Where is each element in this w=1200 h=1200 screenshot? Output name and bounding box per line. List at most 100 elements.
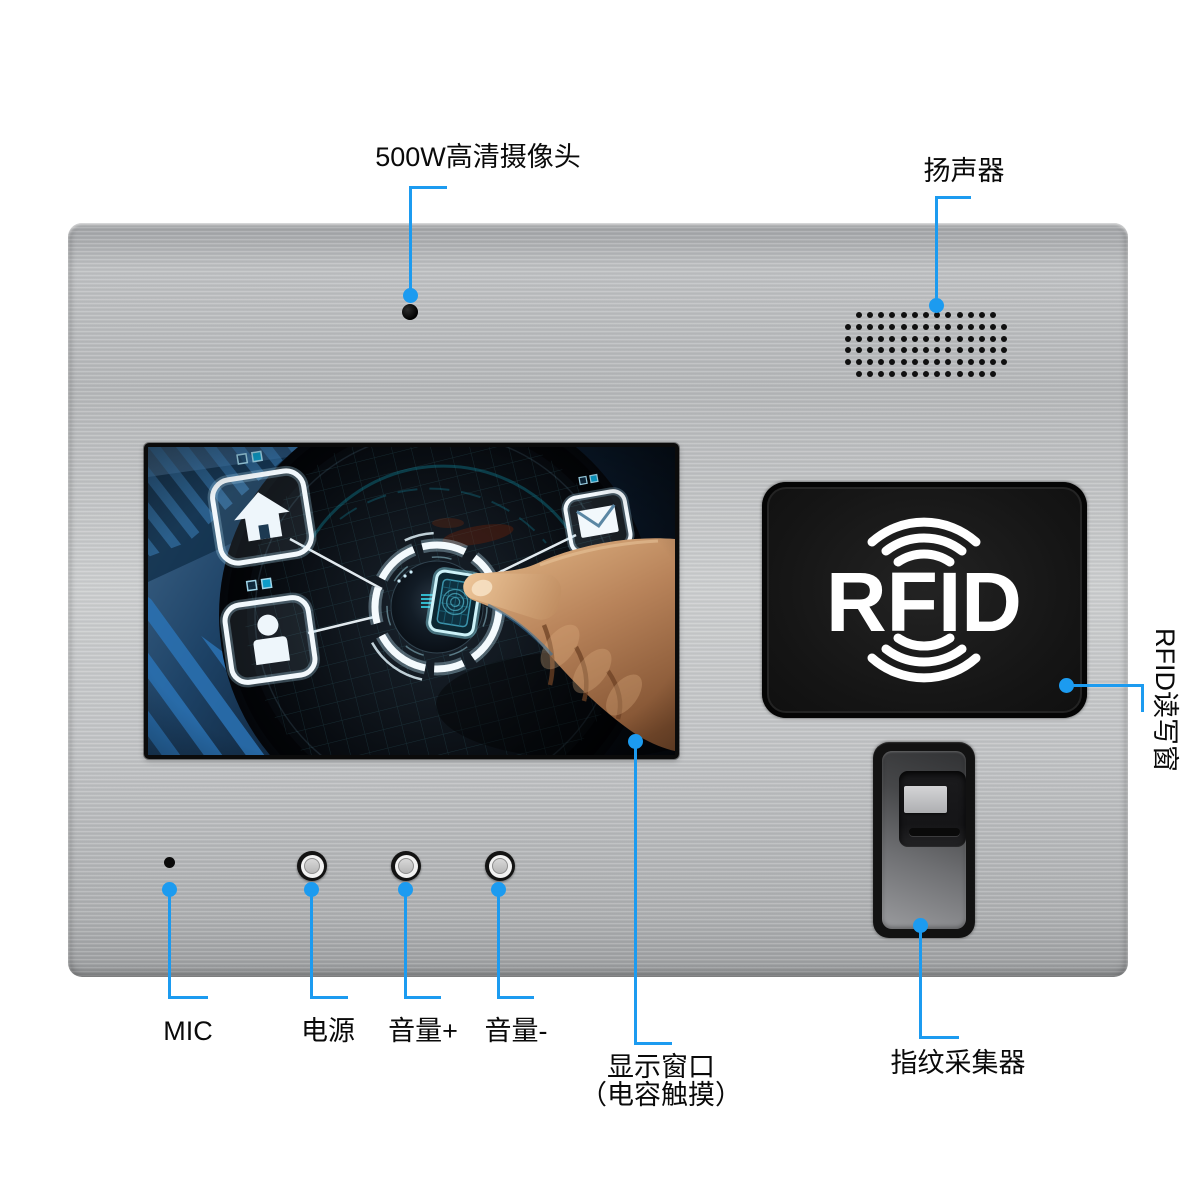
volume-down-ring (488, 854, 512, 878)
grille-dot (911, 347, 918, 354)
grille-dot (878, 371, 885, 377)
grille-dot (923, 312, 929, 318)
grille-dot (967, 335, 974, 342)
volume-down-callout-line (497, 889, 500, 999)
grille-dot (923, 323, 929, 330)
grille-dot (945, 347, 952, 354)
grille-dot (867, 347, 873, 354)
power-callout-line (310, 996, 348, 999)
display-screen (144, 443, 679, 759)
volume-down-button (485, 851, 515, 881)
grille-dot (911, 335, 918, 342)
speaker-callout-line (935, 196, 971, 199)
display-label-line2: （电容触摸） (580, 1080, 742, 1110)
grille-dot (945, 359, 952, 366)
grille-dot (900, 335, 907, 342)
grille-dot (867, 323, 873, 330)
screen-image (148, 447, 675, 755)
camera-callout-line (409, 186, 412, 297)
grille-dot (889, 371, 896, 377)
rfid-window: RFID (762, 482, 1087, 718)
grille-dot (855, 312, 862, 318)
speaker-grille (843, 310, 1009, 382)
mic-label: MIC (163, 1016, 213, 1046)
grille-dot (911, 323, 918, 330)
mic-callout-line (168, 996, 208, 999)
grille-dot (889, 312, 896, 318)
rfid-logo: RFID (826, 517, 1022, 683)
speaker-label: 扬声器 (923, 156, 1005, 186)
display-callout-line (634, 742, 637, 1045)
camera-label: 500W高清摄像头 (375, 142, 581, 172)
fingerprint-callout-dot (913, 918, 928, 933)
grille-dot (967, 323, 974, 330)
grille-dot (990, 359, 997, 366)
grille-dot (979, 371, 985, 377)
grille-dot (855, 371, 862, 377)
grille-dot (923, 347, 929, 354)
grille-dot (855, 347, 862, 354)
grille-dot (867, 335, 873, 342)
grille-dot (956, 335, 963, 342)
mic-callout-dot (162, 882, 177, 897)
fingerprint-sensor-recess (899, 771, 966, 847)
display-label-line1: 显示窗口 (607, 1052, 715, 1082)
grille-dot (979, 312, 985, 318)
volume-up-callout-dot (398, 882, 413, 897)
rfid-label: RFID读写窗 (1150, 628, 1180, 772)
grille-dot (878, 312, 885, 318)
grille-dot (1001, 335, 1008, 342)
grille-dot (900, 323, 907, 330)
volume-up-core (398, 858, 414, 874)
fingerprint-module-body (882, 751, 966, 929)
volume-down-label: 音量- (484, 1016, 548, 1046)
grille-dot (967, 312, 974, 318)
power-callout-dot (304, 882, 319, 897)
grille-dot (945, 335, 952, 342)
grille-dot (967, 371, 974, 377)
volume-up-callout-line (404, 996, 441, 999)
grille-dot (878, 347, 885, 354)
speaker-callout-dot (929, 298, 944, 313)
grille-dot (979, 335, 985, 342)
grille-dot (844, 359, 851, 366)
grille-dot (900, 359, 907, 366)
fingerprint-slot (909, 828, 960, 836)
grille-dot (911, 312, 918, 318)
grille-dot (990, 335, 997, 342)
grille-dot (979, 347, 985, 354)
fingerprint-label: 指纹采集器 (890, 1048, 1026, 1078)
grille-dot (844, 323, 851, 330)
volume-down-callout-dot (491, 882, 506, 897)
grille-dot (900, 347, 907, 354)
mic-hole (164, 857, 175, 868)
grille-dot (979, 323, 985, 330)
grille-dot (923, 371, 929, 377)
grille-dot (990, 347, 997, 354)
display-callout-line (634, 1042, 672, 1045)
volume-up-callout-line (404, 889, 407, 999)
grille-dot (911, 371, 918, 377)
grille-dot (878, 323, 885, 330)
grille-dot (855, 359, 862, 366)
grille-dot (889, 347, 896, 354)
display-label: 显示窗口 （电容触摸） (580, 1053, 742, 1109)
power-button (297, 851, 327, 881)
grille-dot (945, 312, 952, 318)
grille-dot (934, 347, 941, 354)
camera-callout-dot (403, 288, 418, 303)
grille-dot (878, 335, 885, 342)
volume-down-callout-line (497, 996, 534, 999)
grille-dot (923, 335, 929, 342)
grille-dot (867, 371, 873, 377)
grille-dot (967, 347, 974, 354)
grille-dot (855, 323, 862, 330)
grille-dot (867, 359, 873, 366)
grille-dot (1001, 323, 1008, 330)
rfid-logo-text: RFID (826, 555, 1022, 649)
grille-dot (945, 323, 952, 330)
display-callout-dot (628, 734, 643, 749)
mic-callout-line (168, 889, 171, 999)
power-button-core (304, 858, 320, 874)
